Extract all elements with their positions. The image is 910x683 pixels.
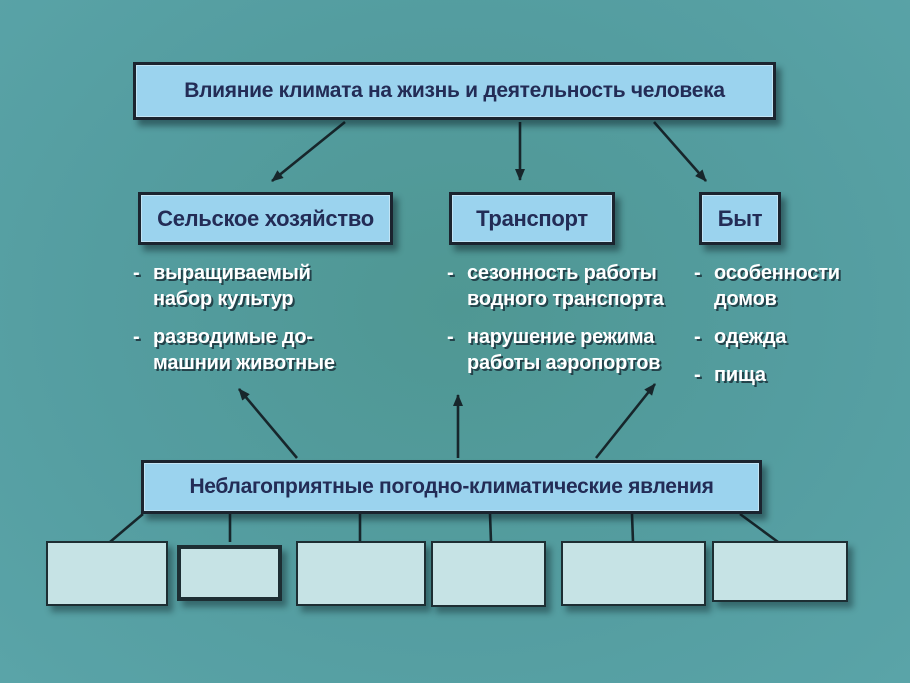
list-item: - особенности домов <box>694 260 840 312</box>
title-box-label: Влияние климата на жизнь и деятельность … <box>184 79 725 102</box>
arrow-bottom-to-byt-list <box>594 383 657 459</box>
arrow-title-to-byt <box>653 121 707 182</box>
line-to-empty-box-5 <box>630 513 635 543</box>
list-line: нарушение режима <box>467 326 655 348</box>
list-marker: - <box>694 364 701 386</box>
category-box-agriculture: Сельское хозяйство <box>138 192 393 245</box>
empty-box-6 <box>712 541 848 602</box>
transport-list: - сезонность работы водного транспорта -… <box>447 260 664 388</box>
list-item: - нарушение режима работы аэропортов <box>447 324 664 376</box>
list-line: водного транспорта <box>467 288 664 310</box>
list-marker: - <box>694 326 701 348</box>
list-line: машнии животные <box>153 352 335 374</box>
list-line: работы аэропортов <box>467 352 661 374</box>
list-item: - одежда <box>694 324 840 350</box>
list-marker: - <box>447 262 454 284</box>
arrow-bottom-to-agriculture-list <box>238 388 298 459</box>
bottom-box: Неблагоприятные погодно-климатические яв… <box>141 460 762 514</box>
list-line: одежда <box>714 326 787 348</box>
empty-box-1 <box>46 541 168 606</box>
agriculture-list: - выращиваемый набор культур - разводимы… <box>133 260 335 388</box>
list-marker: - <box>694 262 701 284</box>
list-marker: - <box>133 262 140 284</box>
list-line: выращиваемый <box>153 262 311 284</box>
empty-box-2 <box>177 545 282 601</box>
empty-box-5 <box>561 541 706 606</box>
list-marker: - <box>133 326 140 348</box>
list-line: набор культур <box>153 288 294 310</box>
category-label-agriculture: Сельское хозяйство <box>157 205 374 231</box>
byt-list: - особенности домов - одежда - пища <box>694 260 840 400</box>
category-box-byt: Быт <box>699 192 781 245</box>
list-item: - выращиваемый набор культур <box>133 260 335 312</box>
line-to-empty-box-6 <box>739 512 779 544</box>
list-line: разводимые до- <box>153 326 313 348</box>
line-to-empty-box-4 <box>488 513 493 543</box>
empty-box-4 <box>431 541 546 607</box>
list-line: домов <box>714 288 777 310</box>
category-label-byt: Быт <box>717 205 763 231</box>
bottom-box-label: Неблагоприятные погодно-климатические яв… <box>189 475 714 498</box>
line-to-empty-box-1 <box>109 513 144 543</box>
empty-box-3 <box>296 541 426 606</box>
list-line: особенности <box>714 262 840 284</box>
list-item: - разводимые до- машнии животные <box>133 324 335 376</box>
list-marker: - <box>447 326 454 348</box>
list-line: сезонность работы <box>467 262 657 284</box>
title-box: Влияние климата на жизнь и деятельность … <box>133 62 776 120</box>
category-label-transport: Транспорт <box>476 205 588 231</box>
list-line: пища <box>714 364 766 386</box>
category-box-transport: Транспорт <box>449 192 615 245</box>
list-item: - сезонность работы водного транспорта <box>447 260 664 312</box>
list-item: - пища <box>694 362 840 388</box>
arrow-title-to-agriculture <box>271 120 346 183</box>
